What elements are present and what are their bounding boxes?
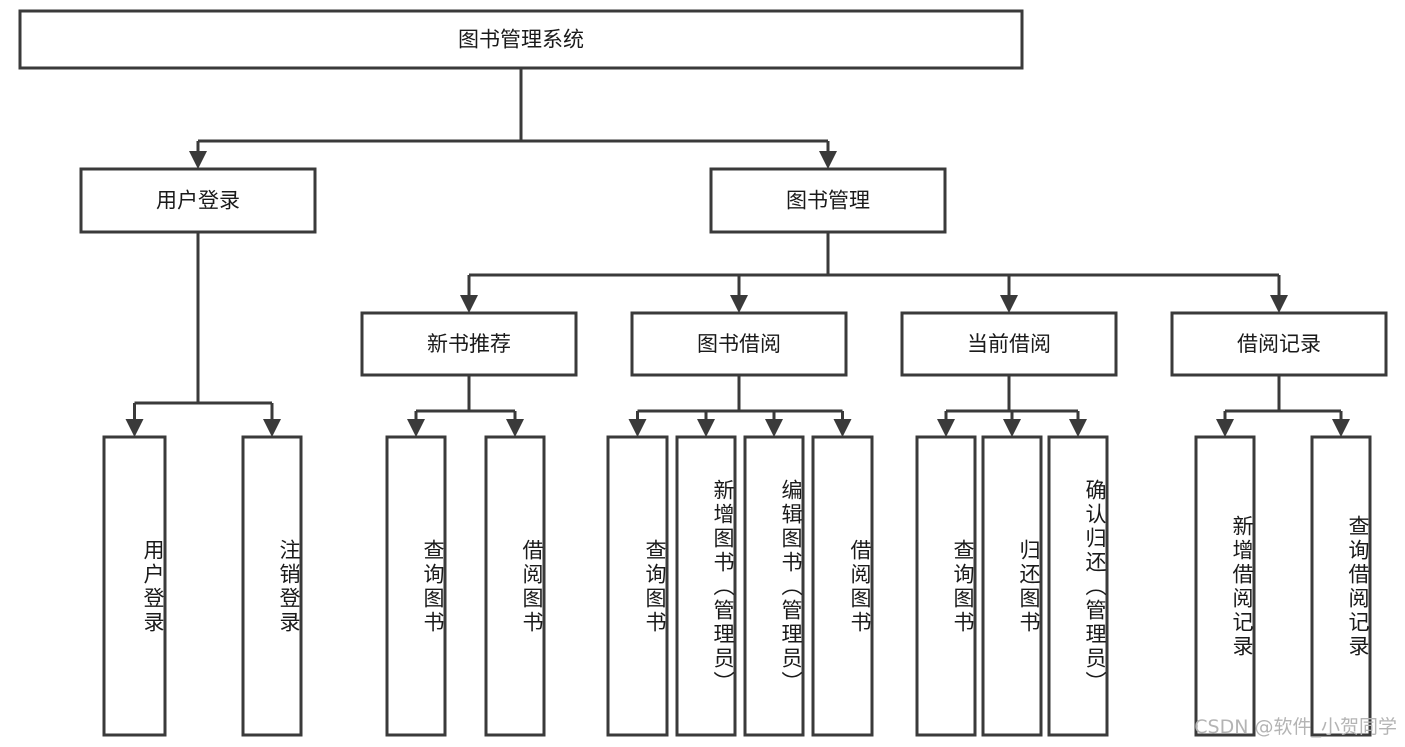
- level2-node-box: [79, 167, 317, 234]
- leaf-node-box: [1047, 435, 1109, 737]
- level3-node-box: [360, 311, 578, 377]
- leaf-node-box: [1194, 435, 1256, 737]
- leaf-node-box: [385, 435, 447, 737]
- leaf-node-box: [484, 435, 546, 737]
- leaf-node-box: [915, 435, 977, 737]
- arrow-head-icon: [189, 151, 207, 169]
- arrow-head-icon: [1069, 419, 1087, 437]
- connector-lines: [125, 68, 1350, 437]
- arrow-head-icon: [697, 419, 715, 437]
- level3-node-box: [630, 311, 848, 377]
- arrow-head-icon: [730, 295, 748, 313]
- arrow-head-icon: [1000, 295, 1018, 313]
- arrow-head-icon: [765, 419, 783, 437]
- level3-node-box: [1170, 311, 1388, 377]
- level3-node-label: 借阅记录: [1237, 332, 1321, 356]
- arrow-head-icon: [460, 295, 478, 313]
- level3-node-box: [900, 311, 1118, 377]
- leaf-node-box: [675, 435, 737, 737]
- arrow-head-icon: [937, 419, 955, 437]
- leaf-node-box: [1310, 435, 1372, 737]
- arrow-head-icon: [125, 419, 144, 437]
- level2-node-label: 用户登录: [156, 189, 240, 213]
- level3-node-label: 图书借阅: [697, 332, 781, 356]
- leaf-node-box: [102, 435, 167, 737]
- leaf-node-box: [606, 435, 669, 737]
- watermark-text: CSDN @软件_小贺同学: [1194, 716, 1397, 738]
- level3-node-label: 当前借阅: [967, 332, 1051, 356]
- root-node-box: [18, 9, 1024, 70]
- arrow-head-icon: [407, 419, 425, 437]
- level3-node-label: 新书推荐: [427, 332, 511, 356]
- leaf-node-box: [981, 435, 1043, 737]
- leaf-node-box: [241, 435, 303, 737]
- root-node-label: 图书管理系统: [458, 28, 584, 52]
- arrow-head-icon: [1270, 295, 1288, 313]
- arrow-head-icon: [833, 419, 852, 437]
- node-boxes: [18, 9, 1388, 737]
- leaf-node-box: [811, 435, 874, 737]
- level2-node-box: [709, 167, 947, 234]
- arrow-head-icon: [263, 419, 281, 437]
- level2-node-label: 图书管理: [786, 189, 870, 213]
- arrow-head-icon: [1003, 419, 1021, 437]
- arrow-head-icon: [1332, 419, 1350, 437]
- arrow-head-icon: [1216, 419, 1234, 437]
- arrow-head-icon: [819, 151, 837, 169]
- leaf-node-box: [743, 435, 805, 737]
- arrow-head-icon: [506, 419, 524, 437]
- arrow-head-icon: [628, 419, 647, 437]
